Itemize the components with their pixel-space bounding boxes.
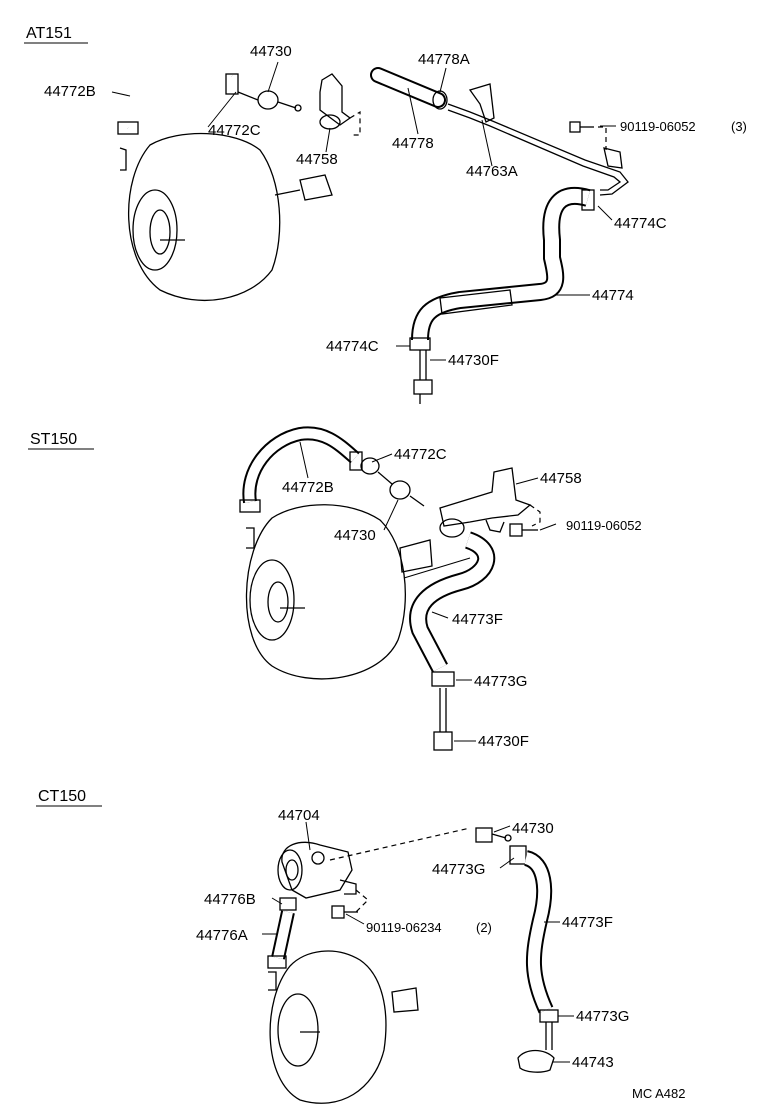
bracket-44758 — [319, 73, 361, 136]
label-44773f: 44773F — [562, 914, 613, 931]
label-44772c: 44772C — [394, 446, 447, 463]
brake-booster — [119, 132, 333, 302]
label-90119-06234: 90119-06234 — [366, 920, 442, 935]
hose-44774 — [409, 186, 595, 351]
label-44774c-bottom: 44774C — [326, 338, 379, 355]
hose-44773f — [509, 845, 559, 1023]
hose-44776a — [267, 897, 297, 969]
label-44763a: 44763A — [466, 163, 518, 180]
label-44773g-bottom: 44773G — [576, 1008, 629, 1025]
label-90119-06052: 90119-06052 — [620, 119, 696, 134]
label-44772c: 44772C — [208, 122, 261, 139]
label-44730: 44730 — [334, 527, 376, 544]
section-ct150: CT150 — [36, 788, 629, 1104]
label-44776b: 44776B — [204, 891, 256, 908]
label-44730f: 44730F — [478, 733, 529, 750]
label-qty-2: (2) — [476, 920, 492, 935]
label-44778: 44778 — [392, 135, 434, 152]
union-44730f — [433, 688, 453, 751]
section-title-ct150: CT150 — [38, 788, 86, 805]
brake-booster — [245, 504, 433, 680]
bracket-44758 — [439, 467, 541, 538]
brake-booster — [268, 950, 419, 1104]
label-qty-3: (3) — [731, 119, 747, 134]
fitting-44743 — [517, 1022, 555, 1073]
leader-lines-ct150 — [262, 821, 574, 1063]
section-title-st150: ST150 — [30, 431, 77, 448]
label-44774c-top: 44774C — [614, 215, 667, 232]
section-at151: AT151 — [24, 25, 747, 404]
label-44776a: 44776A — [196, 927, 248, 944]
label-90119-06052: 90119-06052 — [566, 518, 642, 533]
hose-44778 — [370, 67, 448, 110]
check-valve-44730 — [237, 90, 302, 112]
bolt-90119-06234 — [331, 905, 358, 919]
label-44773g: 44773G — [474, 673, 527, 690]
hose-44773f — [403, 531, 496, 687]
section-st150: ST150 — [28, 426, 642, 751]
leader-lines-st150 — [299, 441, 557, 742]
check-valve-44730 — [360, 457, 425, 507]
hose-44772b — [239, 426, 363, 513]
section-title-at151: AT151 — [26, 25, 72, 42]
leader-lines-at151 — [111, 61, 616, 361]
label-44758: 44758 — [540, 470, 582, 487]
bolt-90119-06052 — [569, 121, 607, 150]
dashed-connection — [329, 827, 471, 861]
pipe-44763a — [447, 83, 629, 196]
label-44704: 44704 — [278, 807, 320, 824]
hose-44772b — [117, 59, 239, 135]
dashed-bolt-line — [355, 889, 369, 913]
label-44743: 44743 — [572, 1054, 614, 1071]
label-44773f: 44773F — [452, 611, 503, 628]
label-44730f: 44730F — [448, 352, 499, 369]
check-valve-44730 — [475, 827, 512, 843]
label-44758: 44758 — [296, 151, 338, 168]
vacuum-pump-44704 — [277, 841, 357, 899]
label-44772b: 44772B — [44, 83, 96, 100]
label-44778a: 44778A — [418, 51, 470, 68]
bolt-90119-06052 — [509, 523, 538, 537]
label-44773g-top: 44773G — [432, 861, 485, 878]
union-44730f — [413, 350, 433, 404]
figure-code: MC A482 — [632, 1086, 685, 1101]
label-44772b: 44772B — [282, 479, 334, 496]
label-44730: 44730 — [250, 43, 292, 60]
label-44730: 44730 — [512, 820, 554, 837]
label-44774: 44774 — [592, 287, 634, 304]
